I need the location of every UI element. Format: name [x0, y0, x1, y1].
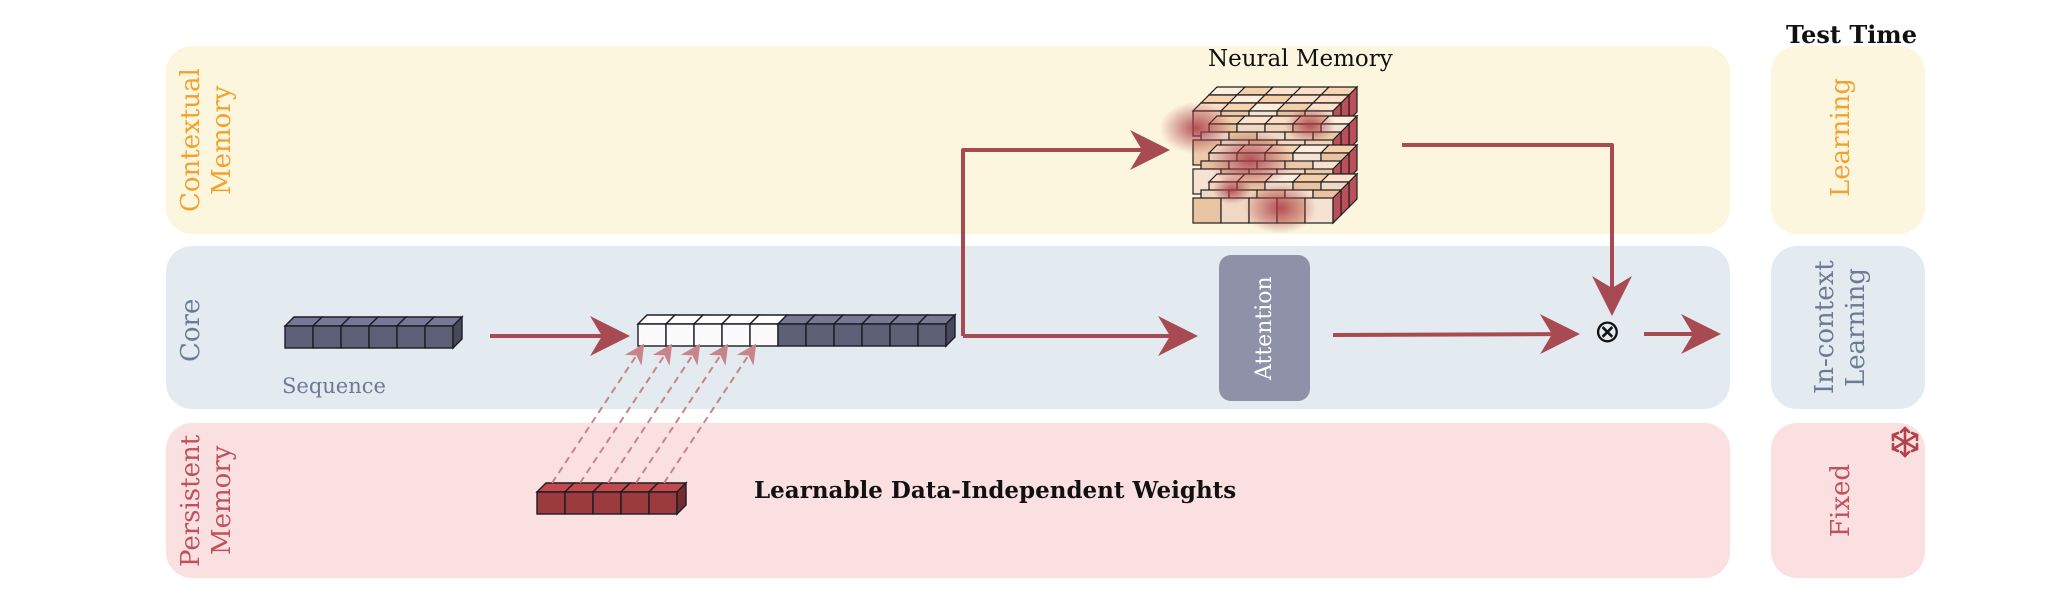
augmented-token: [692, 314, 733, 347]
sequence-token: [311, 316, 352, 349]
augmented-to-memory-arrow: [961, 130, 1170, 336]
snowflake-icon: [1891, 426, 1919, 458]
attention-block: Attention: [1219, 255, 1310, 401]
memory-to-combine-arrow: [1402, 143, 1632, 316]
sequence-token: [395, 316, 436, 349]
weights-label: Learnable Data-Independent Weights: [754, 477, 1237, 504]
sequence-tokens: [283, 315, 464, 350]
memory-activation: [1212, 176, 1252, 204]
augmented-token: [804, 314, 845, 347]
sequence-token-side: [452, 315, 463, 350]
memory-activation: [1243, 182, 1317, 234]
persistent-memory-band: [166, 423, 1730, 578]
memory-activation: [1284, 107, 1336, 143]
augmented-token: [776, 314, 817, 347]
augmented-token-side: [945, 313, 956, 348]
sequence-token: [283, 316, 324, 349]
persistent-weight-tokens: [535, 481, 688, 516]
memory-cell: [1192, 197, 1222, 224]
attention-to-combine-arrow: [1332, 314, 1580, 355]
augmented-token: [916, 314, 957, 347]
neural-memory-cube: [1159, 85, 1359, 234]
weight-token: [535, 482, 576, 515]
sequence-label: Sequence: [282, 374, 386, 398]
memory-cube-side: [1332, 188, 1342, 225]
learning-band: [1771, 46, 1925, 234]
augmented-sequence-tokens: [636, 313, 957, 348]
memory-activation: [1159, 102, 1233, 154]
in-context-learning-band: [1771, 246, 1925, 409]
weight-injection-arrows: [551, 343, 757, 484]
weight-token: [619, 482, 660, 515]
contextual-memory-band: [166, 46, 1730, 234]
weight-token-side: [676, 481, 687, 516]
combine-operator: ⊗: [1594, 312, 1621, 350]
weight-token: [591, 482, 632, 515]
sequence-token: [339, 316, 380, 349]
memory-activation: [1208, 130, 1292, 190]
test-time-heading: Test Time: [1786, 20, 1917, 49]
fixed-band: [1771, 423, 1925, 578]
neural-memory-title: Neural Memory: [1208, 46, 1393, 72]
augmented-token: [832, 314, 873, 347]
